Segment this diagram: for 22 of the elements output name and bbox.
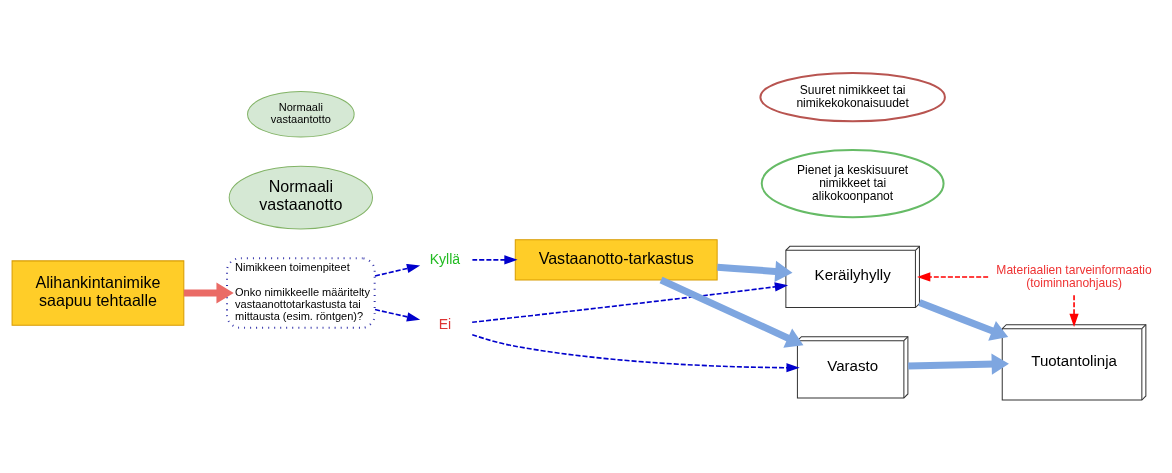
- arrow: [374, 308, 421, 322]
- node-text: Kyllä: [429, 250, 461, 267]
- node-box: Vastaanotto-tarkastus: [514, 239, 718, 281]
- node-ellipse: Normaali vastaantotto: [247, 90, 355, 138]
- node-text: Ei: [438, 315, 452, 332]
- arrow: [471, 282, 789, 324]
- arrow: [471, 333, 800, 373]
- node-ellipse: Normaali vastaanotto: [228, 165, 373, 230]
- arrow: [374, 263, 421, 277]
- node-ellipse: Pienet ja keskisuuret nimikkeet tai alikokoonpanot: [760, 148, 945, 219]
- arrow: [1069, 294, 1079, 328]
- arrow: [717, 260, 793, 282]
- arrow: [471, 255, 518, 265]
- arrow: [659, 276, 804, 348]
- arrow: [918, 299, 1009, 341]
- node-text: Materiaalien tarveinformaatio (toiminnanohjaus): [996, 262, 1152, 290]
- arrow: [183, 282, 234, 304]
- node-box: Alihankintanimike saapuu tehtaalle: [11, 260, 185, 326]
- arrow: [917, 272, 989, 282]
- arrow: [908, 353, 1009, 375]
- node-ellipse: Suuret nimikkeet tai nimikekokonaisuudet: [759, 71, 946, 123]
- node-box: Nimikkeen toimenpiteet Onko nimikkeelle määritelty vastaanottotarkastusta tai mittausta (esim. röntgen)?: [226, 257, 376, 329]
